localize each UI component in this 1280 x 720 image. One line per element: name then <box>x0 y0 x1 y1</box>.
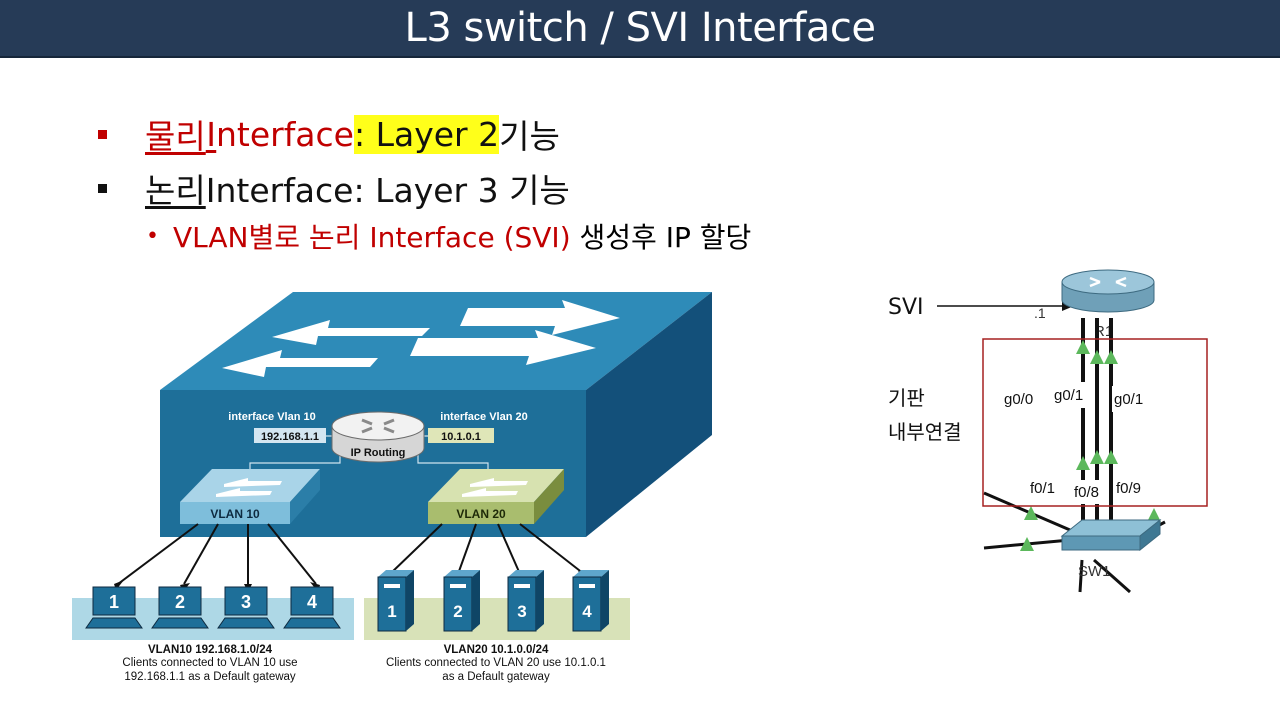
bullet-physical-word: 물리 <box>145 117 206 156</box>
pc-icon <box>283 586 341 629</box>
vlan20-switch-label: VLAN 20 <box>456 507 506 521</box>
vlan10-pcs: 1 2 3 4 <box>85 586 341 629</box>
vlan10-switch-icon <box>180 469 320 524</box>
router-icon <box>331 411 425 463</box>
pc-number: 4 <box>307 592 317 612</box>
vlan10-interface-label: interface Vlan 10 <box>228 411 315 423</box>
client-cables <box>117 523 585 585</box>
pc-number: 3 <box>241 592 251 612</box>
bullet-logical: 논리 Interface: Layer 3 기능 <box>98 166 570 210</box>
pc-number: 1 <box>109 592 119 612</box>
pc-icon <box>85 586 143 629</box>
server-number: 2 <box>453 602 462 621</box>
server-number: 4 <box>582 602 592 621</box>
bullet-physical-func: 기능 <box>499 117 560 156</box>
title-bar: L3 switch / SVI Interface <box>0 0 1280 58</box>
vlan20-caption-line2: Clients connected to VLAN 20 use 10.1.0.… <box>386 657 606 669</box>
pc-icon <box>151 586 209 629</box>
vlan20-caption-line3: as a Default gateway <box>442 671 550 683</box>
switch-arrows-icon <box>222 300 620 377</box>
switch-side-face <box>586 292 712 537</box>
vlan10-ip-box <box>254 428 326 443</box>
pc-number: 2 <box>175 592 185 612</box>
server-icon <box>443 570 480 632</box>
vlan20-caption-title: VLAN20 10.1.0.0/24 <box>444 644 549 656</box>
vlan20-interface-label: interface Vlan 20 <box>440 411 527 423</box>
router-label: IP Routing <box>351 447 406 459</box>
sub-bullet-red: VLAN별로 논리 Interface (SVI) <box>172 221 571 254</box>
bullet-logical-word: 논리 <box>145 171 206 210</box>
bullet-physical: 물리 Interface: Layer 2 기능 <box>98 112 560 156</box>
server-number: 1 <box>387 602 396 621</box>
vlan20-ip-box <box>428 428 494 443</box>
vlan10-caption-line3: 192.168.1.1 as a Default gateway <box>124 671 296 683</box>
sub-bullet-rest: 생성후 IP 할당 <box>570 221 752 254</box>
bullet-square-icon <box>98 129 107 139</box>
server-icon <box>507 570 544 632</box>
sub-bullet-dot-icon: • <box>146 223 159 249</box>
vlan10-switch-label: VLAN 10 <box>210 507 260 521</box>
vlan10-caption-line2: Clients connected to VLAN 10 use <box>122 657 297 669</box>
vlan20-ip: 10.1.0.1 <box>441 431 481 443</box>
vlan20-switch-icon <box>428 469 564 524</box>
slide-title: L3 switch / SVI Interface <box>404 5 876 51</box>
bullet-square-icon <box>98 183 107 193</box>
server-icon <box>572 570 609 632</box>
bullet-logical-rest: Interface: Layer 3 기능 <box>205 171 570 210</box>
server-icon <box>377 570 414 632</box>
pc-icon <box>217 586 275 629</box>
sub-bullet: • VLAN별로 논리 Interface (SVI) 생성후 IP 할당 <box>146 216 751 256</box>
vlan10-ip: 192.168.1.1 <box>261 431 319 443</box>
server-number: 3 <box>517 602 526 621</box>
vlan20-servers: 1 2 3 4 <box>377 570 609 632</box>
bullet-physical-interface: Interface <box>206 114 354 154</box>
bullet-physical-layer: : Layer 2 <box>353 114 500 154</box>
vlan10-caption-title: VLAN10 192.168.1.0/24 <box>148 644 273 656</box>
